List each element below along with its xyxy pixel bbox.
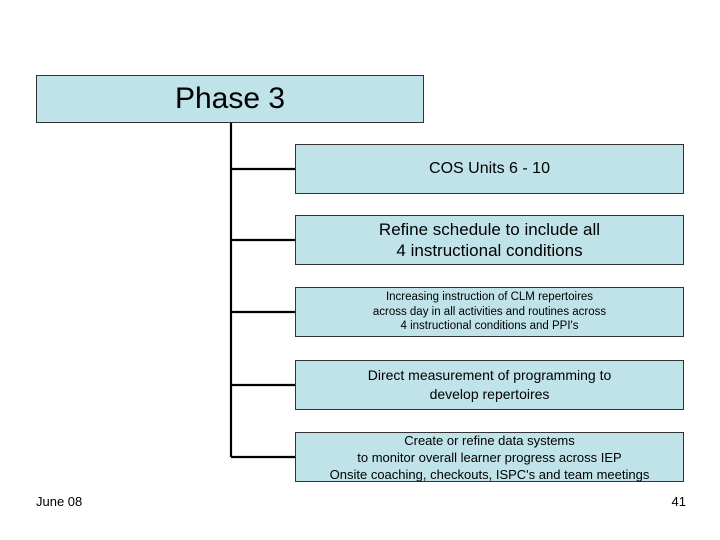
refine-schedule-line-1: Refine schedule to include all xyxy=(378,220,601,239)
footer-page-number: 41 xyxy=(671,494,686,509)
direct-measurement-line-2: develop repertoires xyxy=(429,386,550,402)
page-title: Phase 3 xyxy=(174,82,286,115)
increasing-instruction-line-1: Increasing instruction of CLM repertoire… xyxy=(385,291,594,304)
increasing-instruction-line-3: 4 instructional conditions and PPI's xyxy=(400,320,579,333)
data-systems-line-1: Create or refine data systems xyxy=(404,432,575,448)
data-systems-box: Create or refine data systems to monitor… xyxy=(295,432,684,482)
refine-schedule-line-2: 4 instructional conditions xyxy=(396,241,583,260)
cos-units-line-1: COS Units 6 - 10 xyxy=(429,160,550,177)
direct-measurement-box: Direct measurement of programming to dev… xyxy=(295,360,684,410)
data-systems-line-2: to monitor overall learner progress acro… xyxy=(357,449,622,465)
direct-measurement-line-1: Direct measurement of programming to xyxy=(367,367,612,383)
refine-schedule-box: Refine schedule to include all 4 instruc… xyxy=(295,215,684,265)
increasing-instruction-line-2: across day in all activities and routine… xyxy=(372,305,607,318)
data-systems-line-3: Onsite coaching, checkouts, ISPC's and t… xyxy=(329,466,650,482)
increasing-instruction-box: Increasing instruction of CLM repertoire… xyxy=(295,287,684,337)
footer-date: June 08 xyxy=(36,494,83,509)
cos-units-box: COS Units 6 - 10 xyxy=(295,144,684,194)
slide-title-box: Phase 3 xyxy=(36,75,424,123)
